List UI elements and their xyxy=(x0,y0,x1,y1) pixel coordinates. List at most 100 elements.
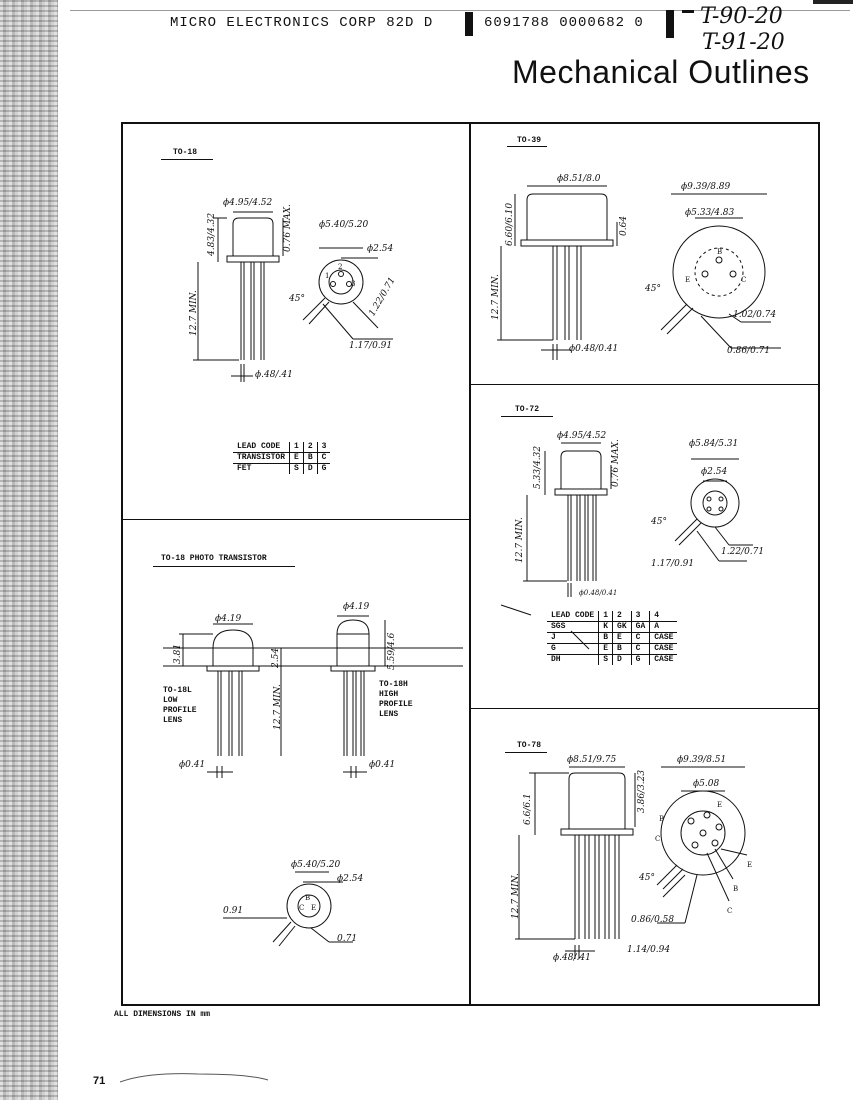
table-cell: G xyxy=(316,463,331,474)
header-block-mark xyxy=(465,12,473,36)
frame-divider-vertical xyxy=(469,124,471,1004)
header-block-mark xyxy=(682,10,694,13)
to39-pin-circle: ϕ5.33/4.83 xyxy=(685,208,735,218)
table-cell: E xyxy=(612,632,632,644)
to72-tab-width: 1.17/0.91 xyxy=(651,559,695,569)
to78-pin-right-e2: E xyxy=(747,861,753,869)
photo-lead-length: 12.7 MIN. xyxy=(273,684,283,730)
to78-pin-right-b: B xyxy=(733,885,739,893)
to78-tab-width: 1.14/0.94 xyxy=(627,945,671,955)
label-underline xyxy=(161,159,213,160)
to78-angle: 45° xyxy=(639,873,655,883)
table-cell: GK xyxy=(612,621,632,633)
to39-drawing xyxy=(497,185,781,360)
to39-flange-dia: ϕ9.39/8.89 xyxy=(681,182,731,192)
to18-pin-2: 2 xyxy=(338,263,343,271)
table-cell: C xyxy=(630,643,650,655)
to18-lead-length: 12.7 MIN. xyxy=(189,290,199,336)
label-underline xyxy=(505,752,547,753)
scan-top-line xyxy=(70,10,850,11)
to72-tab: 1.22/0.71 xyxy=(721,547,765,557)
table-cell: J xyxy=(547,632,599,644)
low-lens-text-1: TO-18L xyxy=(163,686,192,695)
table-cell: S xyxy=(289,463,304,474)
label-underline xyxy=(153,566,295,567)
page-number: 71 xyxy=(93,1075,106,1087)
table-cell: D xyxy=(612,654,632,665)
frame-divider-right-1 xyxy=(470,384,820,385)
table-cell: A xyxy=(649,621,678,633)
table-cell: B xyxy=(612,643,632,655)
to78-flange-dia: ϕ9.39/8.51 xyxy=(677,755,727,765)
to18-drawing xyxy=(193,211,393,382)
to18-cap-dia: ϕ4.95/4.52 xyxy=(223,198,273,208)
table-header: 3 xyxy=(630,611,650,622)
table-cell: G xyxy=(630,654,650,665)
to72-lead-dia: ϕ0.48/0.41 xyxy=(579,589,618,597)
to72-flange-dia: ϕ5.84/5.31 xyxy=(689,439,739,449)
to39-tab: 1.02/0.74 xyxy=(733,310,777,320)
panel-to39: TO-39 xyxy=(471,124,820,384)
panel-to18-photo: TO-18 PHOTO TRANSISTOR xyxy=(123,520,469,1004)
to18-flange-dia: ϕ5.40/5.20 xyxy=(319,220,369,230)
photo-bottom-left: 0.91 xyxy=(223,906,244,916)
table-cell: CASE xyxy=(649,632,678,644)
high-lens-height: 5.59/4.6 xyxy=(387,632,397,670)
frame-divider-right-2 xyxy=(470,708,820,709)
to78-cap-dia: ϕ8.51/9.75 xyxy=(567,755,617,765)
to72-body-height: 5.33/4.32 xyxy=(533,445,543,489)
table-cell: G xyxy=(547,643,599,655)
outline-frame: TO-18 xyxy=(121,122,820,1006)
catalog-numbers: 6091788 0000682 0 xyxy=(484,15,644,31)
to72-cap-height: 0.76 MAX. xyxy=(611,439,621,487)
photo-bottom-right: 0.71 xyxy=(337,934,358,944)
to18-angle: 45° xyxy=(289,294,305,304)
to78-tab: 0.86/0.58 xyxy=(631,915,675,925)
panel-to78: TO-78 xyxy=(471,709,820,1004)
table-cell: S xyxy=(598,654,613,665)
photo-shared-height: 2.54 xyxy=(271,647,281,668)
to78-lead-length: 12.7 MIN. xyxy=(511,873,521,919)
dimensions-note: ALL DIMENSIONS IN mm xyxy=(114,1010,211,1019)
label-underline xyxy=(501,416,553,417)
table-header: 4 xyxy=(649,611,678,622)
to72-lead-length: 12.7 MIN. xyxy=(515,517,525,563)
table-cell: CASE xyxy=(649,643,678,655)
high-lens-text-4: LENS xyxy=(379,710,399,719)
to39-pin-c: C xyxy=(741,276,747,284)
table-cell: B xyxy=(598,632,613,644)
table-header: 1 xyxy=(598,611,613,622)
photo-bottom-flange-dia: ϕ5.40/5.20 xyxy=(291,860,341,870)
high-lens-text-3: PROFILE xyxy=(379,700,413,709)
handwritten-note-2: T-91-20 xyxy=(702,30,785,55)
low-lens-height: 3.81 xyxy=(173,643,183,664)
table-cell: TRANSISTOR xyxy=(233,452,290,464)
table-header: LEAD CODE xyxy=(547,611,599,622)
to72-drawing xyxy=(500,442,753,650)
to72-cap-dia: ϕ4.95/4.52 xyxy=(557,431,607,441)
table-cell: C xyxy=(630,632,650,644)
label-underline xyxy=(507,146,547,147)
to18-tab-width: 1.17/0.91 xyxy=(349,341,393,351)
low-lens-text-2: LOW xyxy=(163,696,178,705)
to39-pin-b: B xyxy=(717,248,723,256)
table-header: 2 xyxy=(612,611,632,622)
high-lens-dia: ϕ4.19 xyxy=(343,602,370,612)
to78-pin-circle: ϕ5.08 xyxy=(693,779,720,789)
table-header: 3 xyxy=(316,442,331,453)
table-cell: GA xyxy=(630,621,650,633)
to39-cap-dia: ϕ8.51/8.0 xyxy=(557,174,601,184)
to18-pin-circle: ϕ2.54 xyxy=(367,244,394,254)
frame-divider-left xyxy=(123,519,470,520)
table-cell: K xyxy=(598,621,613,633)
photo-pin-c: C xyxy=(299,904,305,912)
table-header: LEAD CODE xyxy=(233,442,290,453)
low-lens-dia: ϕ4.19 xyxy=(215,614,242,624)
photo-pin-b: B xyxy=(305,894,311,902)
table-cell: SGS xyxy=(547,621,599,633)
table-cell: DH xyxy=(551,655,561,664)
to78-pin-right-c: C xyxy=(727,907,733,915)
to18-photo-drawing xyxy=(163,615,463,947)
table-cell: CASE xyxy=(649,654,678,665)
to39-flange-thk: 0.64 xyxy=(619,215,629,236)
